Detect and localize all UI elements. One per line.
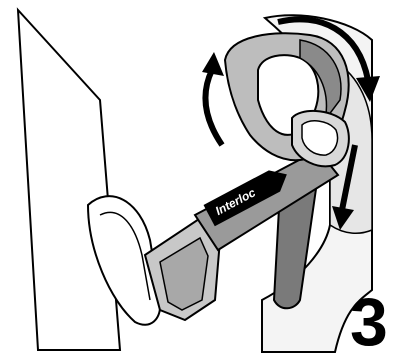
equipment-panel [18, 10, 120, 350]
curved-arrow-left-icon [202, 52, 224, 145]
buckle-clip [292, 111, 349, 166]
step-number: 3 [350, 284, 388, 356]
